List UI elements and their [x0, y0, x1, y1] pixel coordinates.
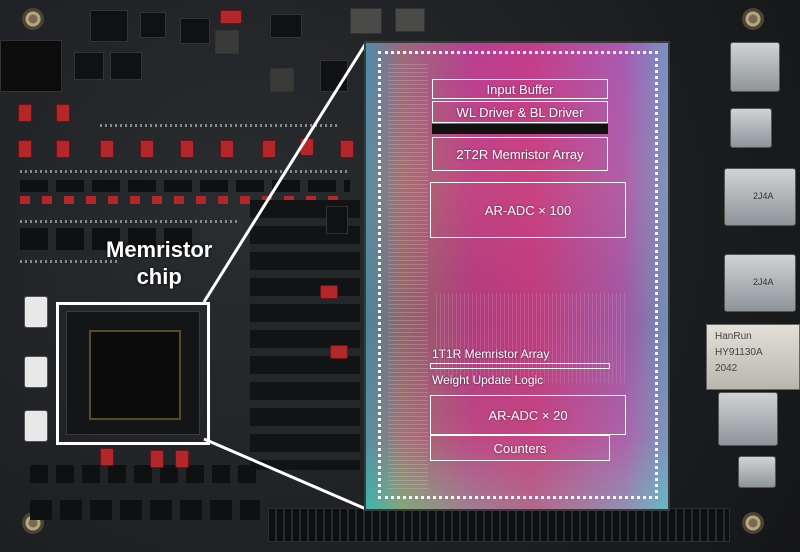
top-ic-10 [270, 68, 294, 92]
red-connector [330, 345, 348, 359]
chip-label-line2: chip [136, 264, 182, 289]
mounting-hole-tl [22, 8, 44, 30]
side-port-bottom [718, 392, 778, 446]
opamp-array [250, 200, 360, 470]
mounting-hole-tr [742, 8, 764, 30]
usb-port-1: 2J4A [724, 168, 796, 226]
block-driver-bar [432, 124, 608, 134]
die-routing [388, 63, 428, 489]
block-1t1r-array-bar [430, 363, 610, 369]
smd-row [100, 124, 340, 127]
red-connector [56, 140, 70, 158]
block-wl-bl-driver: WL Driver & BL Driver [432, 101, 608, 123]
zoom-line-top [202, 42, 368, 303]
smd-row [20, 220, 240, 223]
top-ic-7 [395, 8, 425, 32]
red-connector [100, 448, 114, 466]
chip-highlight-box [56, 302, 210, 445]
block-2t2r-array: 2T2R Memristor Array [432, 137, 608, 171]
chip-socket [66, 311, 200, 435]
driver-ic-row [20, 180, 350, 192]
label-1t1r-array: 1T1R Memristor Array [432, 347, 550, 361]
red-connector [150, 450, 164, 468]
micro-usb [738, 456, 776, 488]
rj45-port: HanRun HY91130A 2042 [706, 324, 800, 390]
usb-port-2: 2J4A [724, 254, 796, 312]
die-array-texture [436, 293, 626, 383]
chip-label-line1: Memristor [106, 237, 213, 262]
die-micrograph: Input Buffer WL Driver & BL Driver 2T2R … [366, 43, 668, 509]
top-ic-8 [74, 52, 104, 80]
pad-ring [378, 51, 658, 499]
left-header-1 [24, 296, 48, 328]
bottom-ic-row [30, 465, 260, 483]
usb-port-small [730, 108, 772, 148]
red-connector [262, 140, 276, 158]
rj45-brand: HanRun [715, 331, 752, 342]
red-connector [18, 104, 32, 122]
hdmi-port-top [730, 42, 780, 92]
driver-ic-row [20, 228, 200, 250]
usb-label-1: 2J4A [753, 191, 774, 201]
top-ic-1 [90, 10, 128, 42]
top-ic-9 [110, 52, 142, 80]
block-counters: Counters [430, 435, 610, 461]
smd-row [20, 170, 350, 173]
red-connector [175, 450, 189, 468]
bottom-connector-row [30, 500, 260, 520]
top-ic-3 [180, 18, 210, 44]
top-ic-6 [350, 8, 382, 34]
red-connector [340, 140, 354, 158]
red-connector [56, 104, 70, 122]
left-header-3 [24, 410, 48, 442]
left-header-2 [24, 356, 48, 388]
smd-row [20, 196, 350, 204]
top-ic-2 [140, 12, 166, 38]
rj45-code: 2042 [715, 363, 738, 374]
label-weight-update-logic: Weight Update Logic [432, 373, 544, 387]
red-connector [18, 140, 32, 158]
red-connector [220, 10, 242, 24]
block-input-buffer: Input Buffer [432, 79, 608, 99]
block-ar-adc-100: AR-ADC × 100 [430, 182, 626, 238]
top-ic-4 [215, 30, 239, 54]
memristor-chip-label: Memristor chip [106, 236, 212, 290]
red-connector [140, 140, 154, 158]
smd-row [20, 260, 120, 263]
red-connector [180, 140, 194, 158]
power-jack [0, 40, 62, 92]
ic-mid [326, 206, 348, 234]
top-ic-5 [270, 14, 302, 38]
usb-label-2: 2J4A [753, 277, 774, 287]
red-connector [220, 140, 234, 158]
memristor-chip-package [89, 330, 181, 420]
red-connector [320, 285, 338, 299]
block-ar-adc-20: AR-ADC × 20 [430, 395, 626, 435]
zoom-line-bottom [203, 437, 367, 511]
mounting-hole-br [742, 512, 764, 534]
rj45-model: HY91130A [715, 347, 763, 358]
red-connector [100, 140, 114, 158]
